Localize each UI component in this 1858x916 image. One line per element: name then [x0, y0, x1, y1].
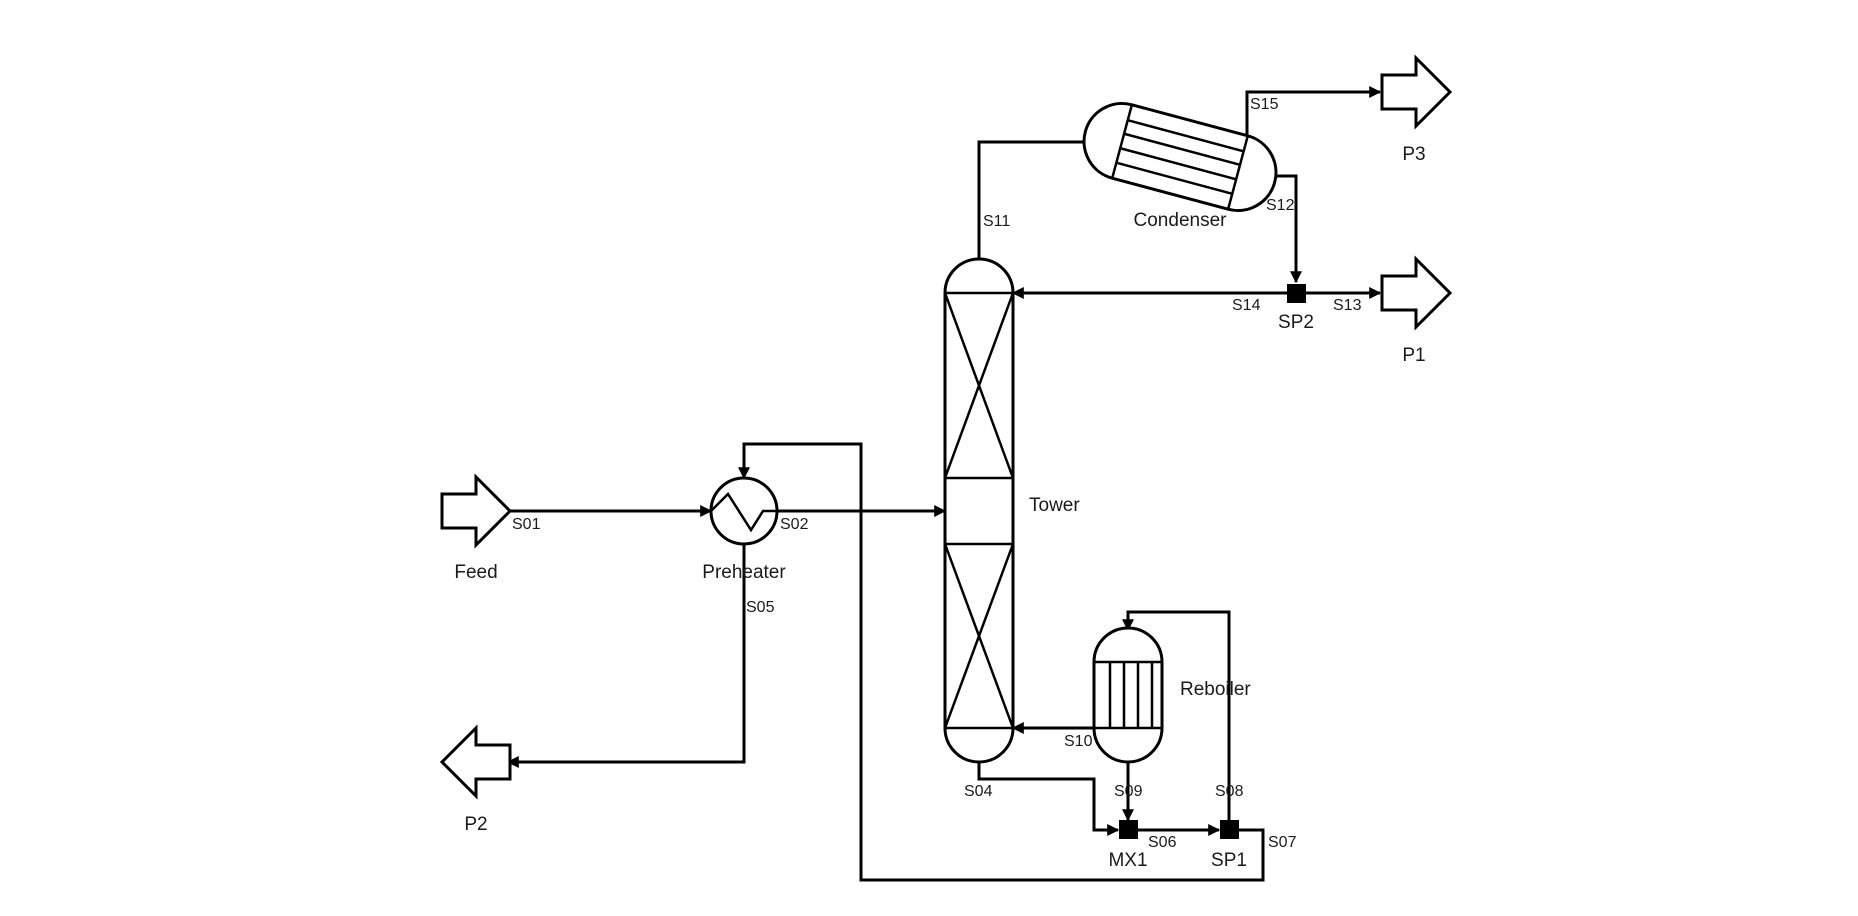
- feed-label: Feed: [454, 562, 497, 583]
- preheater-label: Preheater: [702, 562, 786, 583]
- p2-label: P2: [464, 814, 487, 835]
- stream-s01-label: S01: [512, 516, 541, 533]
- stream-s12-label: S12: [1266, 197, 1295, 214]
- preheater-icon[interactable]: [709, 476, 779, 546]
- sp1-label: SP1: [1211, 850, 1247, 871]
- mx1-node-icon[interactable]: [1119, 820, 1138, 839]
- mx1-label: MX1: [1108, 850, 1147, 871]
- feed-arrow-icon[interactable]: [440, 473, 513, 549]
- stream-s14-label: S14: [1232, 297, 1261, 314]
- tower-icon[interactable]: [943, 257, 1015, 764]
- p1-label: P1: [1402, 345, 1425, 366]
- tower-label: Tower: [1029, 495, 1080, 516]
- stream-s05-line[interactable]: [506, 544, 746, 768]
- reboiler-icon[interactable]: [1092, 626, 1164, 764]
- stream-s15-line[interactable]: [1245, 86, 1382, 142]
- p2-arrow-icon[interactable]: [439, 724, 512, 800]
- stream-s09-label: S09: [1114, 783, 1143, 800]
- stream-s02-label: S02: [780, 516, 809, 533]
- stream-s05-label: S05: [746, 599, 775, 616]
- stream-s11-label: S11: [983, 213, 1010, 230]
- stream-s04-line[interactable]: [977, 761, 1120, 836]
- stream-s07-line[interactable]: [738, 442, 1265, 882]
- p3-label: P3: [1402, 144, 1425, 165]
- reboiler-label: Reboiler: [1180, 679, 1251, 700]
- stream-s04-label: S04: [964, 783, 993, 800]
- sp2-label: SP2: [1278, 312, 1314, 333]
- stream-s11-line[interactable]: [977, 140, 1098, 261]
- condenser-icon[interactable]: [1076, 95, 1285, 219]
- stream-s07-label: S07: [1268, 834, 1297, 851]
- stream-s13-label: S13: [1333, 297, 1362, 314]
- stream-s06-label: S06: [1148, 834, 1177, 851]
- sp2-node-icon[interactable]: [1287, 284, 1306, 303]
- stream-s08-label: S08: [1215, 783, 1244, 800]
- condenser-label: Condenser: [1134, 210, 1228, 231]
- p3-arrow-icon[interactable]: [1380, 54, 1453, 130]
- stream-s10-label: S10: [1064, 733, 1093, 750]
- sp1-node-icon[interactable]: [1220, 820, 1239, 839]
- stream-s08-line[interactable]: [1122, 610, 1231, 820]
- p1-arrow-icon[interactable]: [1380, 255, 1453, 331]
- stream-s15-label: S15: [1250, 96, 1279, 113]
